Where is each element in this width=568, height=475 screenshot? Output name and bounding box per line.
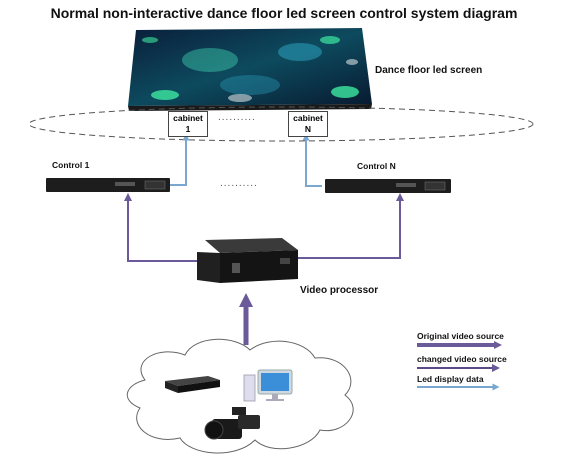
legend-data-label: Led display data — [417, 374, 484, 384]
cabinet-n-label: cabinet — [289, 113, 327, 124]
video-line-1 — [128, 197, 197, 261]
controller-1-device — [46, 178, 170, 192]
cabinet-1-number: 1 — [169, 124, 207, 135]
cabinet-ellipsis: .......... — [218, 112, 256, 123]
data-line-n — [306, 137, 322, 186]
video-processor-device — [197, 238, 298, 283]
legend-changed-label: changed video source — [417, 354, 507, 364]
legend-original-label: Original video source — [417, 331, 504, 341]
processor-label: Video processor — [300, 285, 378, 296]
controller-ellipsis: .......... — [220, 178, 258, 189]
controller-1-label: Control 1 — [52, 160, 89, 170]
cabinet-n-box: cabinet N — [288, 111, 328, 137]
cabinet-group-ellipse — [29, 107, 533, 141]
dance-floor-screen-image — [128, 28, 372, 111]
video-line-n — [296, 197, 400, 258]
data-line-1 — [170, 137, 186, 185]
cabinet-1-label: cabinet — [169, 113, 207, 124]
cabinet-n-number: N — [289, 124, 327, 135]
cabinet-1-box: cabinet 1 — [168, 111, 208, 137]
controller-n-device — [325, 179, 451, 193]
screen-label: Dance floor led screen — [375, 65, 482, 76]
controller-n-label: Control N — [357, 161, 396, 171]
